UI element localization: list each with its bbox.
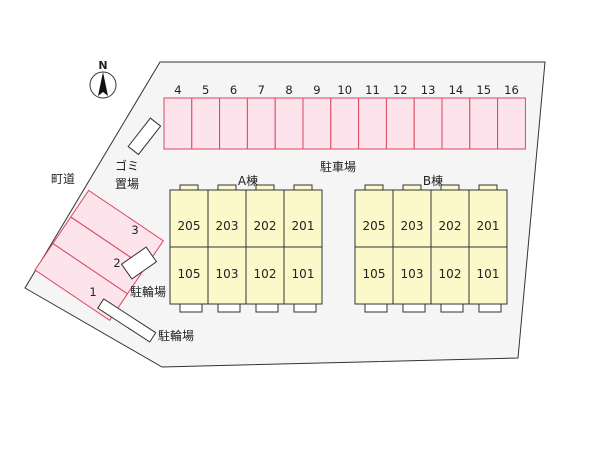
building-label: B棟 — [423, 173, 443, 188]
unit-201 — [468, 189, 508, 248]
parking-space-number: 14 — [449, 83, 464, 97]
parking-row-top: 4 5 6 7 8 9 10 11 12 13 14 15 16 — [163, 83, 526, 150]
parking-space-number: 16 — [504, 83, 519, 97]
unit-number: 105 — [363, 267, 386, 281]
bike-parking-1 — [120, 246, 158, 280]
unit-number: 102 — [254, 267, 277, 281]
unit-number: 202 — [254, 219, 277, 233]
parking-space-number: 11 — [365, 83, 380, 97]
parking-space-8 — [274, 97, 304, 150]
unit-number: 103 — [401, 267, 424, 281]
parking-space-6 — [219, 97, 248, 150]
unit-balcony — [293, 303, 317, 313]
unit-balcony — [478, 303, 502, 313]
unit-number: 105 — [178, 267, 201, 281]
unit-number: 205 — [178, 219, 201, 233]
unit-105 — [354, 246, 394, 305]
building-label: A棟 — [238, 173, 258, 188]
unit-number: 202 — [439, 219, 462, 233]
parking-space-number: 10 — [337, 83, 352, 97]
parking-space-11 — [358, 97, 387, 150]
parking-space-15 — [469, 97, 499, 150]
parking-space-number: 9 — [313, 83, 320, 97]
compass-label: N — [98, 59, 107, 72]
unit-number: 102 — [439, 267, 462, 281]
parking-space-9 — [302, 97, 332, 150]
parking-space-number: 6 — [230, 83, 237, 97]
parking-space-12 — [385, 97, 415, 150]
unit-balcony — [179, 303, 203, 313]
parking-space-number: 12 — [393, 83, 408, 97]
parking-space-number: 4 — [174, 83, 181, 97]
parking-space-4 — [163, 97, 193, 150]
unit-number: 101 — [292, 267, 315, 281]
parking-label: 駐車場 — [320, 159, 356, 174]
unit-101 — [468, 246, 508, 305]
parking-space-13 — [413, 97, 443, 150]
parking-space-number: 5 — [202, 83, 209, 97]
parking-space-16 — [497, 97, 526, 150]
unit-202 — [430, 189, 470, 248]
building-b: 205 203 202 201 105 103 102 101 B棟 — [354, 173, 508, 313]
unit-balcony — [255, 303, 279, 313]
parking-space-10 — [330, 97, 360, 150]
unit-number: 201 — [477, 219, 500, 233]
parking-space-number: 2 — [113, 256, 120, 270]
parking-space-number: 8 — [285, 83, 292, 97]
parking-space-number: 7 — [258, 83, 265, 97]
unit-203 — [392, 189, 432, 248]
bike-parking-1-label: 駐輪場 — [130, 284, 166, 299]
parking-space-number: 1 — [89, 285, 96, 299]
garbage-area — [127, 117, 162, 156]
unit-balcony — [440, 303, 464, 313]
road-label: 町道 — [51, 172, 75, 186]
unit-balcony — [364, 303, 388, 313]
unit-102 — [430, 246, 470, 305]
bike-parking-2 — [97, 298, 157, 343]
unit-balcony — [217, 303, 241, 313]
parking-space-14 — [441, 97, 471, 150]
unit-number: 201 — [292, 219, 315, 233]
building-a: 205 203 202 201 105 103 102 101 A棟 — [169, 173, 323, 313]
garbage-area-label: ゴミ — [115, 158, 139, 173]
north-compass: N — [89, 59, 117, 99]
unit-number: 203 — [216, 219, 239, 233]
parking-space-5 — [191, 97, 221, 150]
unit-balcony — [402, 303, 426, 313]
unit-105 — [169, 246, 209, 305]
unit-number: 103 — [216, 267, 239, 281]
compass-needle-icon — [98, 72, 108, 96]
parking-space-7 — [246, 97, 276, 150]
unit-number: 101 — [477, 267, 500, 281]
garbage-area-label: 置場 — [115, 177, 139, 191]
unit-203 — [207, 189, 247, 248]
parking-row-left — [34, 189, 164, 322]
unit-number: 205 — [363, 219, 386, 233]
parking-space-number: 13 — [421, 83, 436, 97]
buildings: 205 203 202 201 105 103 102 101 A棟 205 203 202 201 10… — [169, 173, 508, 313]
bike-parking-2-label: 駐輪場 — [158, 328, 194, 343]
parking-space-number: 3 — [131, 223, 138, 237]
parking-space-number: 15 — [476, 83, 491, 97]
unit-205 — [169, 189, 209, 248]
parking-space-left-3 — [70, 189, 164, 268]
unit-202 — [245, 189, 285, 248]
unit-number: 203 — [401, 219, 424, 233]
